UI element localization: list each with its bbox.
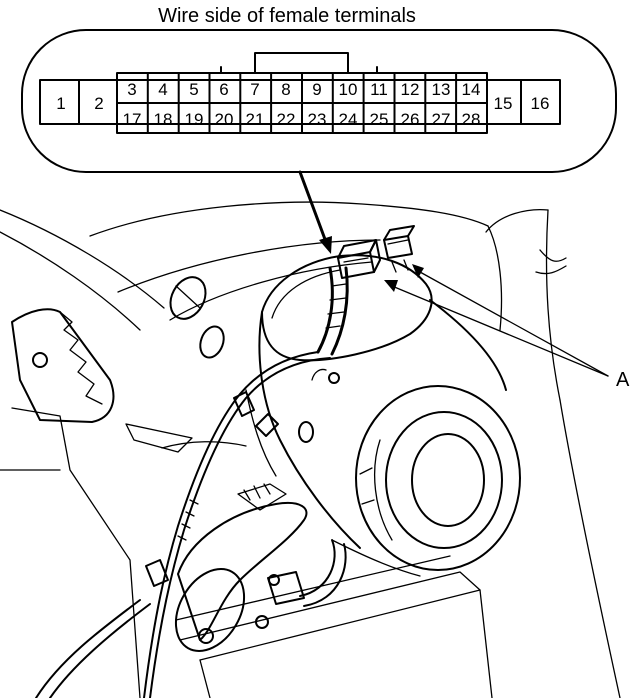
- pin-7: 7: [250, 80, 259, 99]
- pin-22: 22: [277, 110, 296, 129]
- pin-12: 12: [401, 80, 420, 99]
- pin-20: 20: [215, 110, 234, 129]
- pin-6: 6: [219, 80, 228, 99]
- pin-13: 13: [432, 80, 451, 99]
- pin-19: 19: [185, 110, 204, 129]
- pin-3: 3: [127, 80, 136, 99]
- pin-27: 27: [432, 110, 451, 129]
- connector-outline: [21, 29, 617, 173]
- callout-a: A: [384, 264, 630, 391]
- pin-21: 21: [246, 110, 265, 129]
- pin-14: 14: [462, 80, 481, 99]
- pin-18: 18: [154, 110, 173, 129]
- pin-4: 4: [158, 80, 167, 99]
- pin-28: 28: [462, 110, 481, 129]
- wire-harness: [35, 266, 349, 698]
- pin-11: 11: [370, 80, 388, 99]
- pin-5: 5: [189, 80, 198, 99]
- door-panel-illustration: [0, 201, 621, 698]
- detail-leader-arrow: [298, 170, 332, 254]
- pin-labels: 1 2 3 4 5 6 7 8 9 10 11 12 13 14 15 16 1…: [56, 80, 549, 129]
- callout-a-label: A: [616, 369, 630, 391]
- connector-a-pair: [337, 225, 415, 279]
- connector-title: Wire side of female terminals: [158, 5, 416, 27]
- connector-face: [39, 52, 561, 134]
- pin-23: 23: [308, 110, 327, 129]
- pin-17: 17: [123, 110, 142, 129]
- pin-25: 25: [370, 110, 389, 129]
- pin-8: 8: [281, 80, 290, 99]
- pin-10: 10: [339, 80, 358, 99]
- pin-1: 1: [56, 94, 65, 113]
- door-lock-actuator: [174, 483, 308, 652]
- pin-16: 16: [531, 94, 550, 113]
- connector-column-dividers: [146, 72, 458, 134]
- pin-26: 26: [401, 110, 420, 129]
- connector-body: [39, 79, 561, 125]
- pin-9: 9: [312, 80, 321, 99]
- pin-24: 24: [339, 110, 358, 129]
- connector-key-tab: [254, 52, 349, 74]
- pin-15: 15: [494, 94, 513, 113]
- pin-2: 2: [94, 94, 103, 113]
